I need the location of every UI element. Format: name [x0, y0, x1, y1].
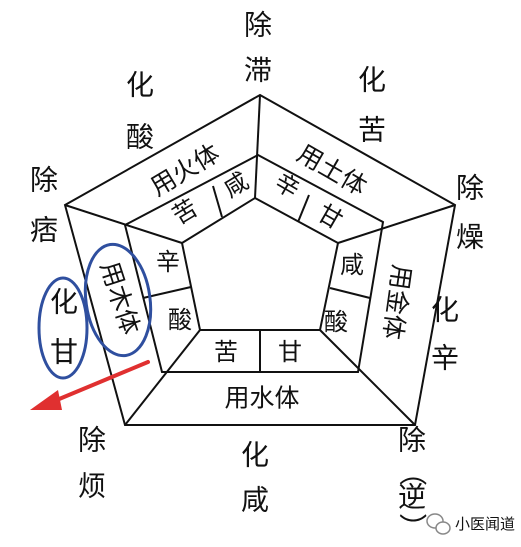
outer-lower-right-2: （ — [396, 458, 429, 486]
outer-right-mid-1: 化 — [431, 294, 459, 327]
divider-fire — [212, 185, 223, 218]
inner-earth-2: 甘 — [313, 199, 348, 235]
outer-upper-right-1: 化 — [358, 64, 386, 97]
outer-left-1: 除 — [30, 164, 58, 197]
red-arrow-head — [30, 390, 62, 410]
divider-earth — [297, 194, 310, 223]
outer-upper-left-2: 酸 — [126, 121, 154, 154]
outer-upper-right-2: 苦 — [358, 114, 386, 147]
ring-label-wood: 用木体 — [95, 258, 146, 338]
outer-left-mid-1: 化 — [50, 286, 78, 319]
spoke-left — [64, 204, 183, 244]
inner-wood-1: 辛 — [156, 248, 180, 276]
ring-label-fire: 用火体 — [145, 138, 224, 201]
outer-bottom-2: 咸 — [241, 484, 269, 517]
outer-right-mid-2: 辛 — [431, 342, 459, 375]
spoke-top — [254, 94, 261, 199]
inner-water-2: 甘 — [278, 338, 302, 366]
outer-lower-right-4: ） — [396, 513, 429, 541]
outer-top-2: 滞 — [244, 54, 272, 87]
outer-right-2: 燥 — [456, 221, 484, 254]
ring-label-earth: 用土体 — [292, 139, 371, 202]
ring-label-water: 用水体 — [224, 384, 299, 413]
wechat-logo-icon — [426, 513, 451, 535]
outer-lower-left-1: 除 — [78, 424, 106, 457]
outer-bottom-1: 化 — [241, 439, 269, 472]
spoke-lower-right — [319, 329, 416, 426]
outer-lower-right-3: 逆 — [398, 481, 426, 514]
outer-left-2: 痞 — [30, 214, 58, 247]
highlight-ellipse-wood — [83, 242, 153, 358]
outer-left-mid-2: 甘 — [50, 336, 78, 369]
ring-label-metal: 用金体 — [377, 263, 416, 341]
spoke-right — [337, 204, 456, 244]
outer-top-1: 除 — [244, 9, 272, 42]
inner-metal-2: 酸 — [324, 308, 348, 336]
inner-wood-2: 酸 — [168, 306, 192, 334]
spoke-lower-left — [124, 329, 201, 426]
red-arrow-shaft — [50, 360, 150, 404]
outer-right-1: 除 — [456, 172, 484, 205]
inner-metal-1: 咸 — [340, 251, 364, 279]
inner-water-1: 苦 — [214, 338, 238, 366]
inner-earth-1: 辛 — [270, 168, 305, 204]
watermark-text: 小医闻道 — [455, 515, 515, 533]
outer-upper-left-1: 化 — [126, 69, 154, 102]
outer-lower-right-1: 除 — [398, 424, 426, 457]
outer-lower-left-2: 烦 — [78, 470, 106, 503]
divider-metal — [329, 287, 371, 299]
highlight-ellipse-sweet — [37, 276, 89, 380]
outer-pentagon — [63, 93, 457, 426]
